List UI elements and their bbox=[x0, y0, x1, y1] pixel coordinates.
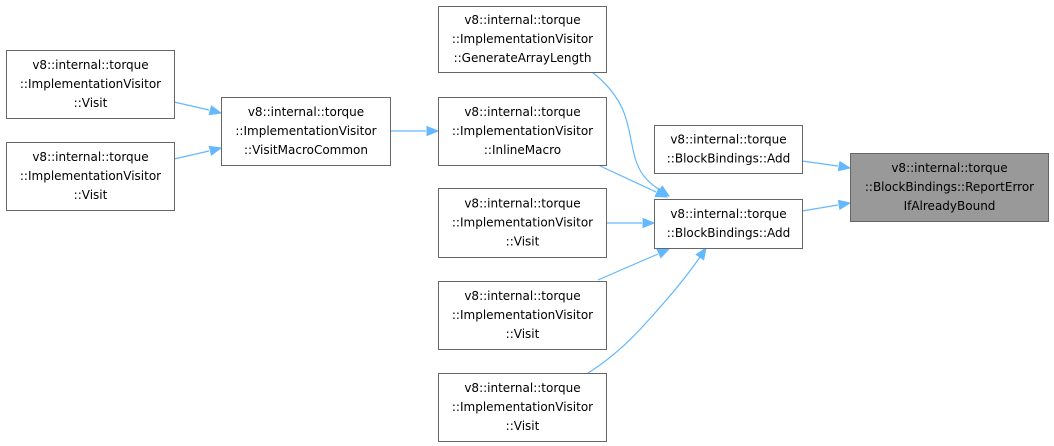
node-label-line: ::BlockBindings::Add bbox=[667, 152, 790, 166]
node-box bbox=[438, 97, 607, 166]
node-label-line: v8::internal::torque bbox=[464, 197, 580, 211]
node-label-line: ::ImplementationVisitor bbox=[20, 169, 161, 183]
node-box bbox=[438, 373, 607, 442]
edge-inline_macro-to-add_mid bbox=[597, 164, 669, 198]
edge-line bbox=[173, 150, 210, 160]
node-label-line: v8::internal::torque bbox=[891, 161, 1007, 175]
node-label-line: ::Visit bbox=[506, 327, 540, 341]
node-label-line: ::ImplementationVisitor bbox=[20, 77, 161, 91]
edge-line bbox=[597, 164, 657, 193]
node-label-line: ::ImplementationVisitor bbox=[235, 124, 376, 138]
node-label-line: v8::internal::torque bbox=[670, 207, 786, 221]
node-visit-b[interactable]: v8::internal::torque::ImplementationVisi… bbox=[438, 281, 607, 350]
edge-add_top-to-report_error bbox=[801, 160, 852, 172]
edge-line bbox=[173, 101, 210, 111]
node-box bbox=[6, 142, 175, 211]
edge-line bbox=[801, 160, 839, 167]
arrowhead-icon bbox=[654, 187, 669, 198]
arrowhead-icon bbox=[837, 160, 852, 172]
node-label-line: ::InlineMacro bbox=[484, 143, 561, 157]
node-visit-left-2[interactable]: v8::internal::torque::ImplementationVisi… bbox=[6, 142, 175, 211]
arrowhead-icon bbox=[426, 125, 440, 137]
edge-add_mid-to-report_error bbox=[801, 199, 852, 212]
arrowhead-icon bbox=[695, 246, 707, 261]
node-label-line: v8::internal::torque bbox=[464, 381, 580, 395]
node-box bbox=[438, 188, 607, 258]
node-label-line: ::ImplementationVisitor bbox=[452, 124, 593, 138]
node-label-line: ::BlockBindings::Add bbox=[667, 226, 790, 240]
node-box bbox=[438, 281, 607, 350]
node-visit-c[interactable]: v8::internal::torque::ImplementationVisi… bbox=[438, 373, 607, 442]
edges bbox=[173, 71, 852, 374]
node-label-line: v8::internal::torque bbox=[464, 13, 580, 27]
node-label-line: IfAlreadyBound bbox=[904, 199, 996, 213]
node-label-line: ::GenerateArrayLength bbox=[454, 51, 592, 65]
node-label-line: ::Visit bbox=[506, 235, 540, 249]
node-label-line: ::ImplementationVisitor bbox=[452, 32, 593, 46]
node-gen-array-length[interactable]: v8::internal::torque::ImplementationVisi… bbox=[438, 6, 607, 73]
node-label-line: v8::internal::torque bbox=[248, 105, 364, 119]
node-add-top[interactable]: v8::internal::torque::BlockBindings::Add bbox=[654, 125, 803, 174]
node-label-line: v8::internal::torque bbox=[670, 133, 786, 147]
edge-visit_left_2-to-visit_macro_common bbox=[173, 145, 223, 160]
node-visit-left-1[interactable]: v8::internal::torque::ImplementationVisi… bbox=[6, 50, 175, 119]
arrowhead-icon bbox=[837, 199, 852, 211]
edge-visit_left_1-to-visit_macro_common bbox=[173, 101, 223, 116]
node-label-line: ::ImplementationVisitor bbox=[452, 400, 593, 414]
node-box bbox=[654, 125, 803, 174]
node-label-line: v8::internal::torque bbox=[464, 289, 580, 303]
edge-line bbox=[587, 256, 701, 374]
arrowhead-icon bbox=[656, 248, 671, 259]
nodes: v8::internal::torque::BlockBindings::Rep… bbox=[6, 6, 1049, 442]
edge-line bbox=[591, 71, 661, 191]
node-box bbox=[654, 199, 803, 249]
edge-visit_a-to-add_mid bbox=[606, 217, 656, 229]
node-label-line: ::Visit bbox=[74, 96, 108, 110]
node-label-line: v8::internal::torque bbox=[32, 150, 148, 164]
node-label-line: ::Visit bbox=[506, 419, 540, 433]
node-report-error: v8::internal::torque::BlockBindings::Rep… bbox=[850, 153, 1049, 222]
node-box bbox=[850, 153, 1049, 222]
node-label-line: ::Visit bbox=[74, 188, 108, 202]
node-label-line: ::ImplementationVisitor bbox=[452, 308, 593, 322]
arrowhead-icon bbox=[208, 105, 223, 116]
node-label-line: v8::internal::torque bbox=[32, 58, 148, 72]
node-label-line: ::VisitMacroCommon bbox=[244, 143, 368, 157]
edge-line bbox=[801, 204, 839, 212]
edge-visit_c-to-add_mid bbox=[587, 246, 707, 374]
arrowhead-icon bbox=[208, 145, 223, 156]
node-visit-a[interactable]: v8::internal::torque::ImplementationVisi… bbox=[438, 188, 607, 258]
node-box bbox=[438, 6, 607, 73]
node-box bbox=[6, 50, 175, 119]
node-label-line: ::ImplementationVisitor bbox=[452, 216, 593, 230]
node-box bbox=[221, 97, 391, 166]
arrowhead-icon bbox=[642, 217, 656, 229]
node-add-mid[interactable]: v8::internal::torque::BlockBindings::Add bbox=[654, 199, 803, 249]
node-visit-macro-common[interactable]: v8::internal::torque::ImplementationVisi… bbox=[221, 97, 391, 166]
edge-visit_b-to-add_mid bbox=[597, 248, 671, 281]
node-label-line: ::BlockBindings::ReportError bbox=[865, 180, 1034, 194]
edge-visit_macro_common-to-inline_macro bbox=[390, 125, 440, 137]
node-label-line: v8::internal::torque bbox=[464, 105, 580, 119]
node-inline-macro[interactable]: v8::internal::torque::ImplementationVisi… bbox=[438, 97, 607, 166]
edge-line bbox=[597, 253, 659, 281]
